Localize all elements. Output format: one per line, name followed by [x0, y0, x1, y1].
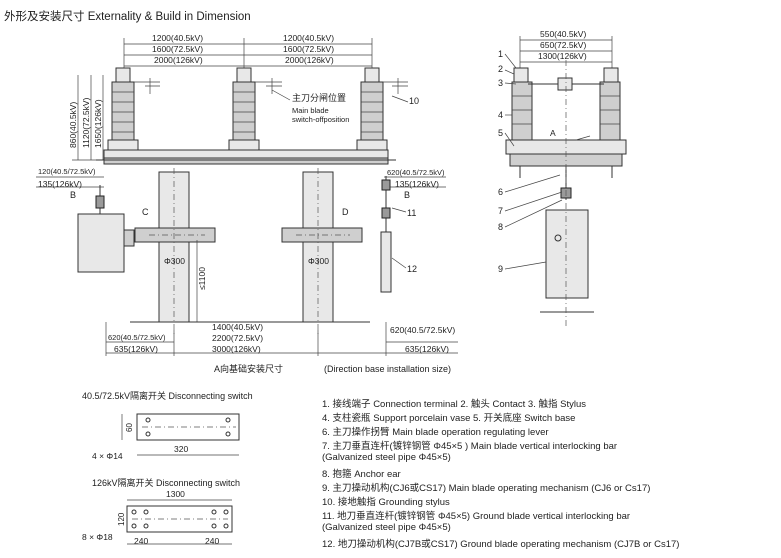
bp2-holes: 8 × Φ18: [82, 532, 113, 542]
dim-2200: 2200(72.5kV): [212, 333, 263, 343]
legend-item-9: 11. 地刀垂直连杆(镀锌钢管 Φ45×5) Ground blade vert…: [322, 511, 631, 522]
callout-10: 10: [409, 96, 419, 106]
main-operating-mechanism-box: B: [70, 185, 135, 273]
dim-b-r635: 635(126kV): [405, 344, 449, 354]
view-C: C: [142, 207, 149, 217]
rv-n9: 9: [498, 264, 503, 274]
dim-b-r620: 620(40.5/72.5kV): [390, 325, 455, 335]
rv-w3: 1300(126kV): [538, 51, 587, 61]
side-dimension-group: 120(40.5/72.5kV) 135(126kV) 620(40.5/72.…: [36, 167, 446, 189]
dim-r-135: 135(126kV): [395, 179, 439, 189]
bp2-dim-120: 120: [117, 512, 126, 526]
bp2-dim-240a: 240: [134, 536, 148, 546]
rv-n3: 3: [498, 78, 503, 88]
bp2-dim-1300: 1300: [166, 489, 185, 499]
dim-right-w3: 2000(126kV): [285, 55, 334, 65]
view-D: D: [342, 207, 349, 217]
ground-blade-rod: B 11 12: [380, 176, 417, 293]
label-B-left: B: [70, 190, 76, 200]
dim-1400: 1400(40.5kV): [212, 322, 263, 332]
main-blade-en1: Main blade: [292, 106, 329, 115]
side-view-dimensions: 550(40.5kV) 650(72.5kV) 1300(126kV): [519, 29, 613, 74]
rv-n4: 4: [498, 110, 503, 120]
dim-right-w2: 1600(72.5kV): [283, 44, 334, 54]
main-blade-callout: 主刀分闸位置 Main blade switch-offposition 10: [271, 89, 419, 124]
side-view-callouts: 1 2 3 4 5 6 7 8 9: [498, 49, 563, 274]
dim-h3: 1650(126kV): [93, 99, 103, 148]
legend-item-1: 1. 接线端子 Connection terminal 2. 触头 Contac…: [322, 399, 586, 410]
legend-item-3: 6. 主刀操作拐臂 Main blade operation regulatin…: [322, 427, 549, 438]
dim-l-120: 120(40.5/72.5kV): [38, 167, 96, 176]
dim-right-w1: 1200(40.5kV): [283, 33, 334, 43]
rv-n1: 1: [498, 49, 503, 59]
base-plate-40-72: 40.5/72.5kV隔离开关 Disconnecting switch 60 …: [82, 390, 253, 461]
legend-item-2: 4. 支柱瓷瓶 Support porcelain vase 5. 开关底座 S…: [322, 413, 576, 424]
callout-12: 12: [407, 264, 417, 274]
bp2-title: 126kV隔离开关 Disconnecting switch: [92, 477, 240, 488]
legend-item-7: 9. 主刀操动机构(CJ6或CS17) Main blade operating…: [322, 483, 651, 494]
dim-l-135: 135(126kV): [38, 179, 82, 189]
page-title: 外形及安装尺寸 Externality & Build in Dimension: [4, 9, 251, 23]
dia-left: Φ300: [164, 256, 185, 266]
bp1-title: 40.5/72.5kV隔离开关 Disconnecting switch: [82, 390, 253, 401]
bottom-dimension-group: 1400(40.5kV) 2200(72.5kV) 3000(126kV) 62…: [105, 322, 458, 374]
dia-right: Φ300: [308, 256, 329, 266]
legend-item-8: 10. 接地触指 Grounding stylus: [322, 497, 450, 508]
top-dimension-group: 1200(40.5kV) 1600(72.5kV) 2000(126kV) 12…: [123, 33, 373, 80]
rv-label-A: A: [550, 128, 556, 138]
dim-left-w3: 2000(126kV): [154, 55, 203, 65]
legend-item-4: 7. 主刀垂直连杆(镀锌钢管 Φ45×5 ) Main blade vertic…: [322, 441, 618, 452]
dim-left-w2: 1600(72.5kV): [152, 44, 203, 54]
main-blade-en2: switch-offposition: [292, 115, 349, 124]
bp2-dim-240b: 240: [205, 536, 219, 546]
bp1-dim-320: 320: [174, 444, 188, 454]
base-plate-126: 126kV隔离开关 Disconnecting switch 1300 120 …: [82, 477, 240, 546]
switch-base-frame: [96, 149, 396, 165]
dim-h2: 1120(72.5kV): [81, 97, 91, 148]
main-blade-cn: 主刀分闸位置: [292, 92, 346, 103]
dim-3000: 3000(126kV): [212, 344, 261, 354]
rv-w2: 650(72.5kV): [540, 40, 586, 50]
dim-b-l620: 620(40.5/72.5kV): [108, 333, 166, 342]
dim-left-w1: 1200(40.5kV): [152, 33, 203, 43]
dim-h1100: ≤1100: [197, 267, 207, 290]
dim-b-l635: 635(126kV): [114, 344, 158, 354]
insulator-column-right: [356, 67, 408, 157]
insulator-column-left: [107, 67, 160, 157]
caption-en: (Direction base installation size): [324, 364, 451, 374]
rv-n5: 5: [498, 128, 503, 138]
rv-n7: 7: [498, 206, 503, 216]
support-pillars: Φ300 Φ300 ≤1100 C D: [134, 168, 363, 336]
legend-item-5: (Galvanized steel pipe Φ45×5): [322, 452, 451, 463]
caption-cn: A向基础安装尺寸: [214, 363, 283, 374]
bp1-holes: 4 × Φ14: [92, 451, 123, 461]
insulator-column-middle: [228, 67, 282, 157]
dim-r-620: 620(40.5/72.5kV): [387, 168, 445, 177]
legend-item-10: (Galvanized steel pipe Φ45×5): [322, 522, 451, 533]
rv-n8: 8: [498, 222, 503, 232]
rv-n6: 6: [498, 187, 503, 197]
legend-item-6: 8. 抱箍 Anchor ear: [322, 469, 401, 480]
rv-n2: 2: [498, 64, 503, 74]
label-B-right: B: [404, 190, 410, 200]
bp1-dim-60: 60: [125, 423, 134, 432]
callout-11: 11: [407, 208, 416, 218]
rv-w1: 550(40.5kV): [540, 29, 586, 39]
legend-item-11: 12. 地刀操动机构(CJ7B或CS17) Ground blade opera…: [322, 539, 680, 550]
side-view-assembly: A: [505, 60, 627, 326]
dim-h1: 860(40.5kV): [68, 102, 78, 148]
